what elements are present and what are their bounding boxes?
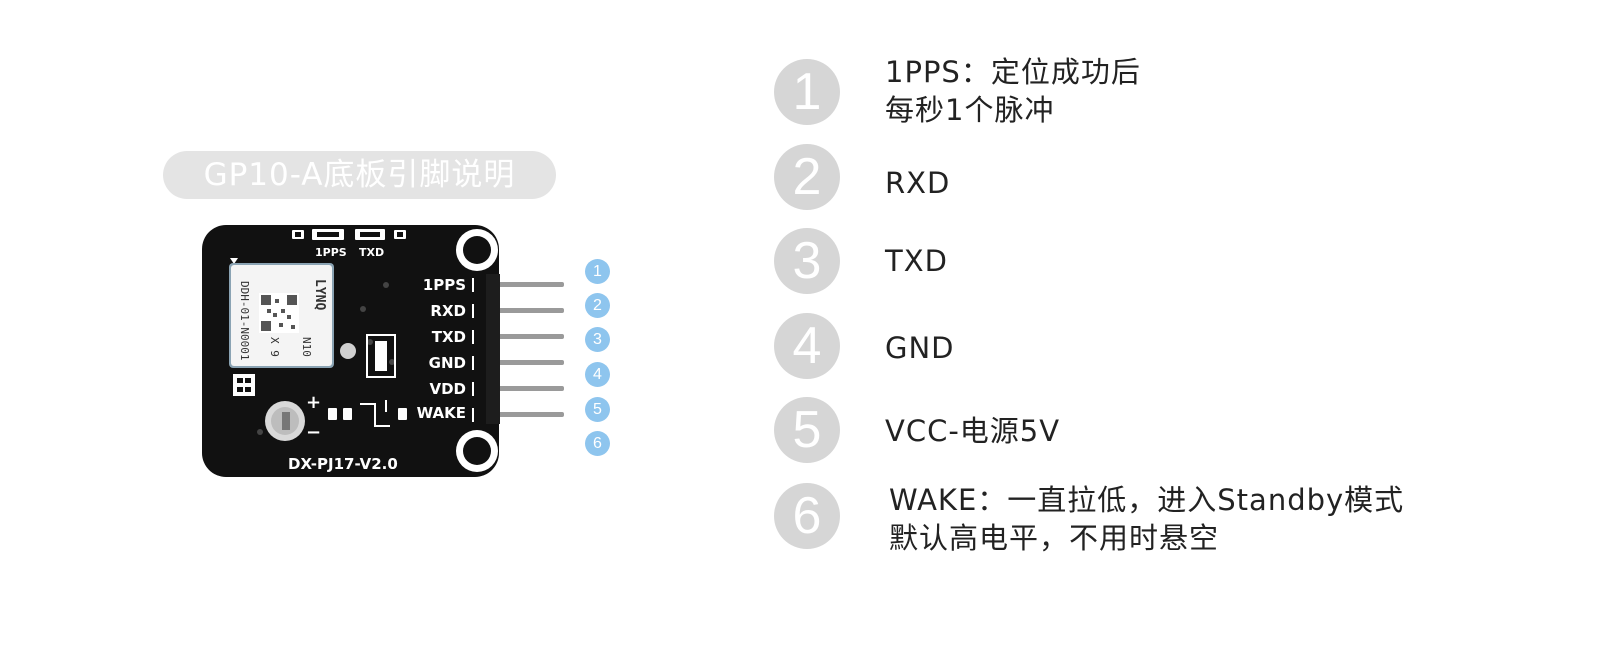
pin-desc-line: 默认高电平，不用时悬空 — [889, 521, 1220, 555]
pin-label-txd: TXD — [431, 328, 466, 346]
pin-label-rxd: RXD — [430, 302, 466, 320]
pin-label-wake: WAKE — [416, 404, 466, 422]
pin-number-circle: 6 — [774, 483, 840, 549]
pin-number-bubble: 6 — [585, 431, 610, 456]
pin-row-6: 6 WAKE：一直拉低，进入Standby模式 默认高电平，不用时悬空 — [774, 483, 1574, 555]
board-silkscreen: DX-PJ17-V2.0 — [288, 455, 398, 473]
pin-desc-line: 每秒1个脉冲 — [885, 93, 1055, 127]
pin-label-gnd: GND — [428, 354, 466, 372]
module-serial: DDH-01-N0001 — [238, 281, 251, 361]
pin-number-bubble: 1 — [585, 259, 610, 284]
pin-label-vdd: VDD — [429, 380, 466, 398]
pin-number-bubble: 5 — [585, 397, 610, 422]
pin-number-bubble: 2 — [585, 293, 610, 318]
pin-desc-line: VCC-电源5V — [885, 414, 1061, 448]
gps-board: LYNQ N10 DDH-01-N0001 X 9 1PPS TXD 1PPS … — [200, 222, 620, 484]
pin-row-2: 2 RXD — [774, 144, 1574, 210]
led-label-txd: TXD — [359, 246, 385, 259]
gps-module: LYNQ N10 DDH-01-N0001 X 9 — [231, 265, 332, 366]
pin-desc-line: 1PPS：定位成功后 — [885, 55, 1141, 89]
capacitor-minus: − — [306, 422, 322, 443]
led-label-1pps: 1PPS — [315, 246, 347, 259]
pin-number-circle: 2 — [774, 144, 840, 210]
pin-number-circle: 1 — [774, 59, 840, 125]
pin-row-1: 1 1PPS：定位成功后 每秒1个脉冲 — [774, 55, 1574, 127]
pin-label-1pps: 1PPS — [422, 276, 466, 294]
pin-number-bubble: 4 — [585, 362, 610, 387]
pin-desc-line: WAKE：一直拉低，进入Standby模式 — [889, 483, 1405, 517]
pin-desc-line: TXD — [885, 244, 948, 278]
header-pins — [482, 282, 564, 417]
pin-row-4: 4 GND — [774, 313, 1574, 379]
pin-number-bubble: 3 — [585, 327, 610, 352]
capacitor-plus: + — [306, 392, 322, 413]
title-pill: GP10-A底板引脚说明 — [163, 151, 556, 199]
pin-number-circle: 3 — [774, 228, 840, 294]
pin-number-circle: 4 — [774, 313, 840, 379]
pin-desc-line: GND — [885, 331, 955, 365]
pin-row-5: 5 VCC-电源5V — [774, 397, 1574, 463]
module-batch: X 9 — [268, 337, 281, 357]
pin-number-circle: 5 — [774, 397, 840, 463]
pin-desc-line: RXD — [885, 166, 951, 200]
pin-row-3: 3 TXD — [774, 228, 1574, 294]
qr-code-icon — [259, 293, 299, 333]
module-model: N10 — [300, 337, 313, 357]
module-brand: LYNQ — [312, 279, 327, 311]
